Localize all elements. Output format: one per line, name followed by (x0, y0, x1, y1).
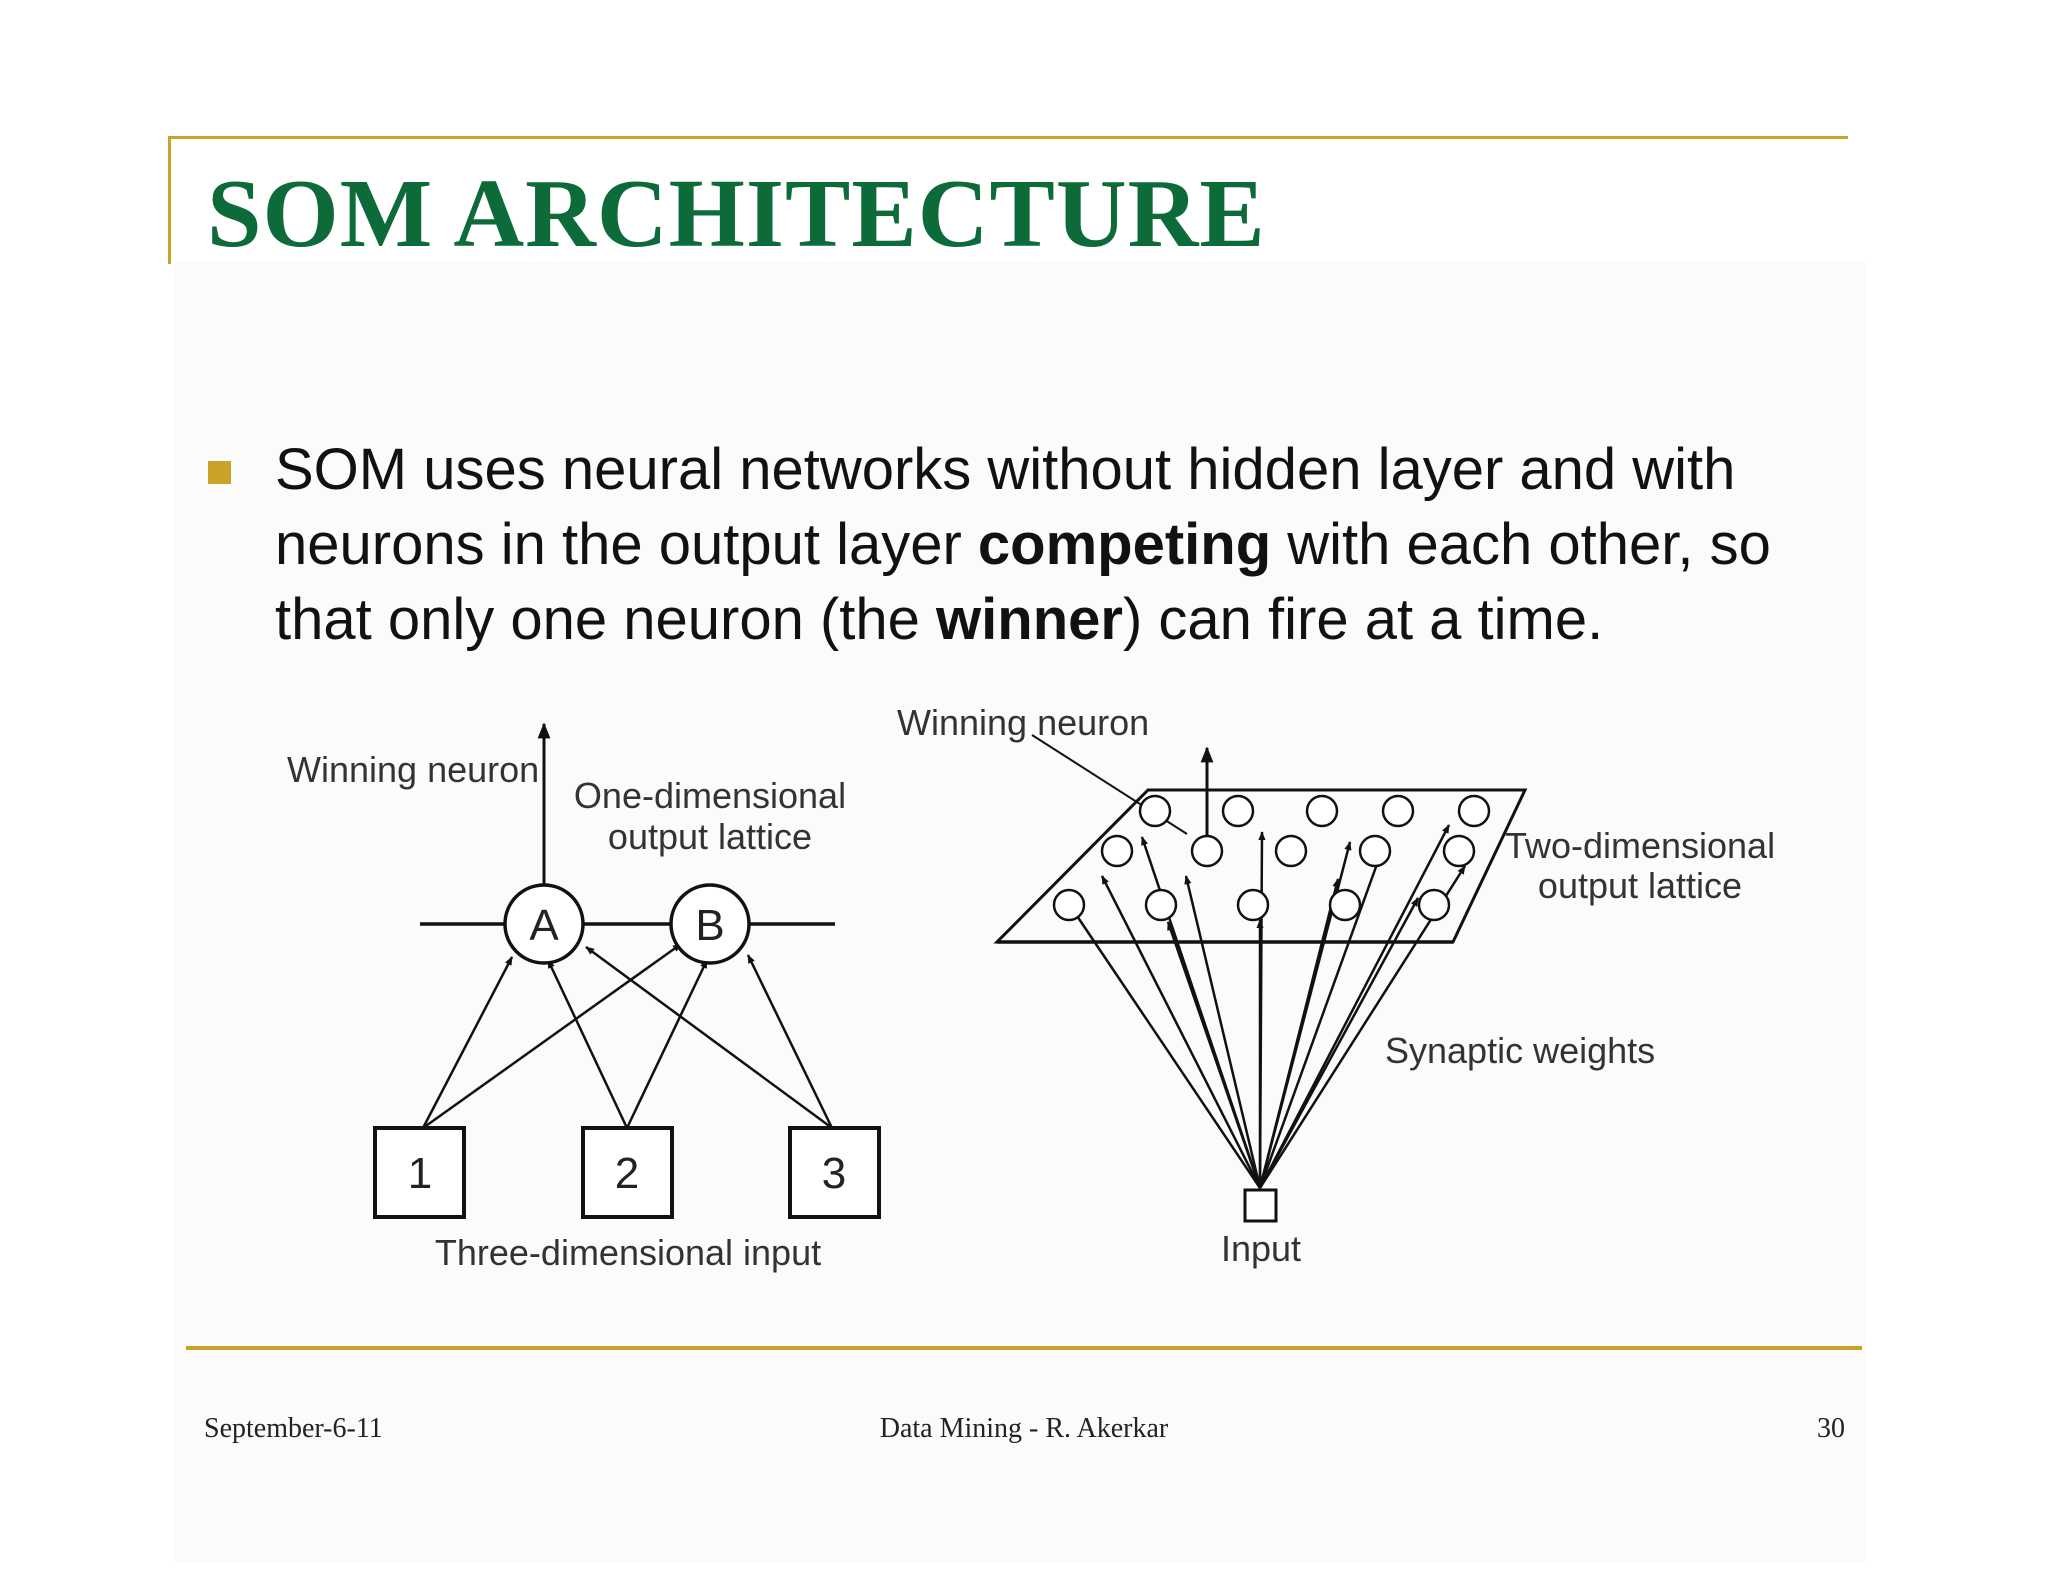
neuron-b (669, 883, 751, 965)
input-node-3 (788, 1126, 881, 1219)
weight-1-to-A (421, 956, 514, 1129)
lattice-neuron (1144, 888, 1178, 922)
two-dim-lattice-label-line1: Two-dimensional (1505, 825, 1775, 866)
lattice-neuron (1305, 794, 1339, 828)
weight-line (1166, 921, 1262, 1189)
footer-page-number: 30 (1817, 1413, 1845, 1444)
input-node-2 (581, 1126, 674, 1219)
lattice-neuron (1417, 888, 1451, 922)
weight-1-to-B (422, 942, 682, 1130)
bullet-square-icon (208, 461, 231, 484)
weight-2-to-A (546, 959, 629, 1129)
lattice-neuron (1457, 794, 1491, 828)
lattice-neuron (1328, 888, 1362, 922)
weight-line (1184, 875, 1262, 1189)
winning-lattice-neuron (1190, 834, 1224, 868)
neuron-a-label: A (529, 901, 559, 950)
weight-3-to-A (585, 945, 833, 1130)
lattice-neuron (1274, 834, 1308, 868)
one-dimensional-diagram (373, 722, 881, 1219)
neuron-a (503, 883, 585, 965)
winning-neuron-label-1d: Winning neuron (287, 749, 539, 790)
one-dim-lattice-label-line1: One-dimensional (574, 775, 846, 816)
lattice-neuron (1381, 794, 1415, 828)
input-node-1 (373, 1126, 466, 1219)
lattice-neuron (1221, 794, 1255, 828)
lattice-neuron (1138, 794, 1172, 828)
weight-3-to-B (746, 954, 834, 1129)
title-left-rule (168, 136, 171, 264)
lattice-neuron (1100, 834, 1134, 868)
bullet-text: SOM uses neural networks without hidden … (275, 432, 1855, 657)
input-label-2d: Input (1221, 1228, 1301, 1269)
slide-background (175, 262, 1865, 1562)
input-1-label: 1 (408, 1149, 432, 1198)
bullet-bold-winner: winner (936, 587, 1123, 652)
weight-line (1258, 841, 1387, 1189)
two-dim-lattice-label-line2: output lattice (1538, 865, 1742, 906)
bullet-text-part1: SOM uses neural networks without hidden … (275, 437, 1736, 577)
three-dim-input-label: Three-dimensional input (435, 1232, 821, 1273)
lattice-neuron (1236, 888, 1270, 922)
bullet-text-part2: with each other, so that only one neuron… (275, 512, 1771, 652)
footer-date: September-6-11 (204, 1413, 383, 1444)
weight-line (1100, 875, 1262, 1189)
synaptic-weights-label: Synaptic weights (1385, 1030, 1655, 1071)
input-2-label: 2 (615, 1149, 639, 1198)
footer-course: Data Mining - R. Akerkar (879, 1413, 1169, 1444)
output-neurons-2d (1052, 794, 1491, 922)
lattice-neuron (1442, 834, 1476, 868)
bullet-text-part3: ) can fire at a time. (1122, 587, 1604, 652)
slide-title: SOM ARCHITECTURE (207, 160, 1266, 268)
input-node-2d (1243, 1188, 1278, 1223)
footer-rule (186, 1346, 1862, 1350)
weight-line (1258, 824, 1451, 1189)
neuron-b-label: B (695, 901, 724, 950)
synaptic-weight-lines (1071, 824, 1467, 1189)
lattice-neuron (1052, 888, 1086, 922)
one-dim-lattice-label-line2: output lattice (608, 816, 812, 857)
weight-line (1258, 831, 1266, 1189)
two-dimensional-diagram (993, 734, 1528, 1223)
weight-2-to-B (625, 959, 709, 1129)
winning-neuron-label-2d: Winning neuron (897, 702, 1149, 743)
title-top-rule (168, 136, 1848, 139)
bullet-bold-competing: competing (977, 512, 1272, 577)
weight-line (1071, 909, 1262, 1189)
lattice-neuron (1358, 834, 1392, 868)
input-3-label: 3 (822, 1149, 846, 1198)
